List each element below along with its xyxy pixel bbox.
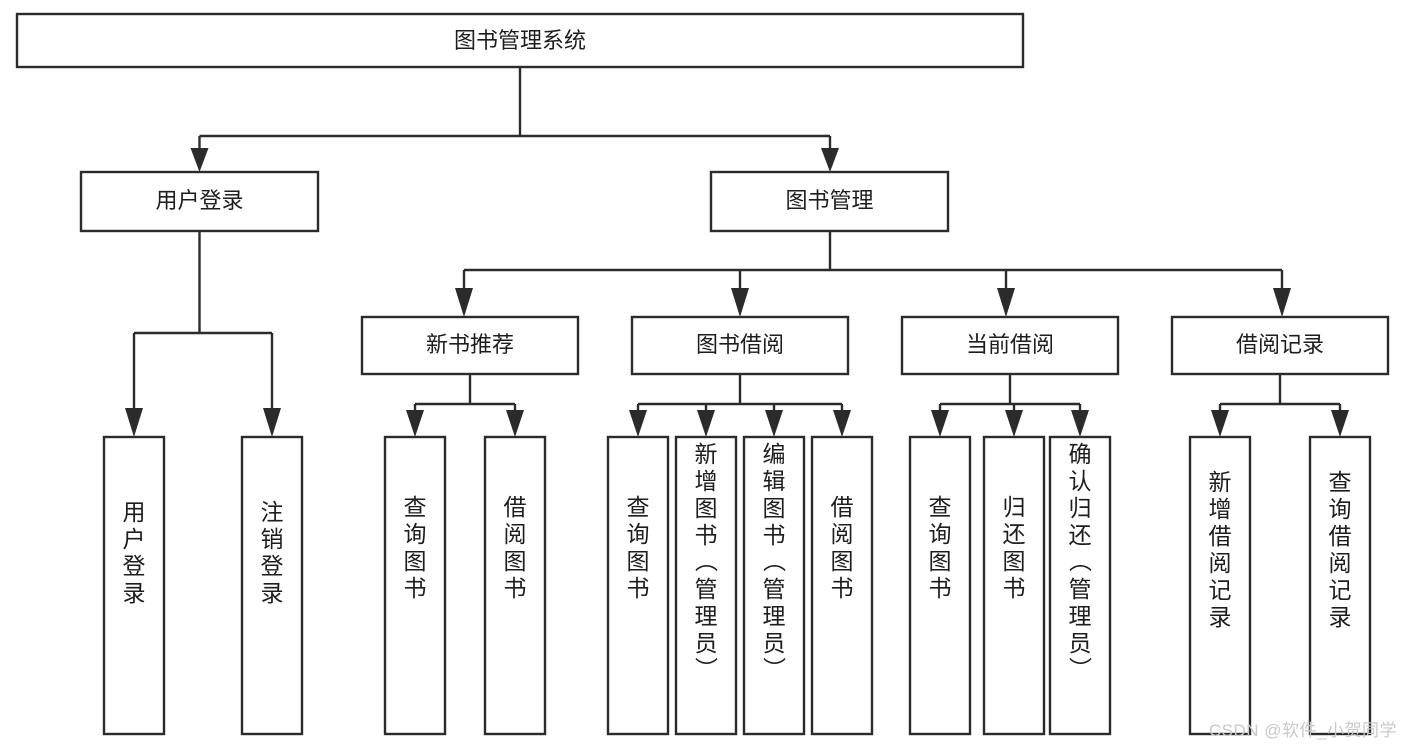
node-leaf-add-borrow-record-label: 新增借阅记录 bbox=[1209, 469, 1232, 630]
node-leaf-query-book-b-label: 查询图书 bbox=[627, 494, 650, 601]
node-new-book-recommend-label: 新书推荐 bbox=[426, 332, 514, 357]
node-user-login[interactable]: 用户登录 bbox=[79, 170, 320, 233]
node-leaf-query-book-a-label: 查询图书 bbox=[404, 494, 427, 601]
node-leaf-edit-book-admin[interactable]: 编辑图书（管理员） bbox=[742, 435, 806, 736]
node-borrow-records-label: 借阅记录 bbox=[1236, 332, 1324, 357]
node-leaf-borrow-book-b-label: 借阅图书 bbox=[831, 494, 854, 601]
arrow-bookmgmt-to-borrow bbox=[731, 288, 749, 317]
node-leaf-add-book-admin[interactable]: 新增图书（管理员） bbox=[674, 435, 738, 736]
arrow-borrow-to-leaf-0 bbox=[629, 410, 647, 437]
node-new-book-recommend[interactable]: 新书推荐 bbox=[360, 315, 580, 376]
arrow-bookmgmt-to-records bbox=[1273, 288, 1291, 317]
node-root-box[interactable] bbox=[15, 12, 1025, 69]
node-user-login-box[interactable] bbox=[79, 170, 320, 233]
node-root[interactable]: 图书管理系统 bbox=[15, 12, 1025, 69]
node-book-borrow-label: 图书借阅 bbox=[696, 332, 784, 357]
node-borrow-records-box[interactable] bbox=[1170, 315, 1390, 376]
node-leaf-borrow-book-a-box[interactable] bbox=[483, 435, 547, 736]
node-leaf-borrow-book-a[interactable]: 借阅图书 bbox=[483, 435, 547, 736]
node-leaf-confirm-return-admin[interactable]: 确认归还（管理员） bbox=[1048, 435, 1112, 736]
node-leaf-add-borrow-record-box[interactable] bbox=[1188, 435, 1252, 736]
node-current-borrow-box[interactable] bbox=[900, 315, 1120, 376]
arrow-current-to-leaf-1 bbox=[1005, 410, 1023, 437]
node-leaf-add-book-admin-label: 新增图书（管理员） bbox=[695, 441, 719, 683]
arrow-borrow-to-leaf-1 bbox=[697, 410, 715, 437]
node-book-management-label: 图书管理 bbox=[785, 188, 873, 213]
node-leaf-query-borrow-record-label: 查询借阅记录 bbox=[1329, 469, 1352, 630]
arrow-current-to-leaf-2 bbox=[1071, 410, 1089, 437]
node-leaf-logout-label: 注销登录 bbox=[261, 499, 284, 606]
node-root-label: 图书管理系统 bbox=[454, 28, 586, 53]
node-leaf-borrow-book-b[interactable]: 借阅图书 bbox=[810, 435, 874, 736]
arrow-userlogin-to-leaf-1 bbox=[263, 408, 281, 437]
arrow-bookmgmt-to-new-book bbox=[455, 288, 473, 317]
node-leaf-return-book-label: 归还图书 bbox=[1003, 494, 1026, 601]
node-leaf-query-borrow-record[interactable]: 查询借阅记录 bbox=[1308, 435, 1372, 736]
node-leaf-edit-book-admin-label: 编辑图书（管理员） bbox=[763, 441, 787, 683]
node-leaf-borrow-book-b-box[interactable] bbox=[810, 435, 874, 736]
arrow-root-to-book-mgmt bbox=[821, 148, 839, 172]
node-leaf-query-book-a-box[interactable] bbox=[383, 435, 447, 736]
arrow-userlogin-to-leaf-0 bbox=[125, 408, 143, 437]
node-leaf-edit-book-admin-box[interactable] bbox=[742, 435, 806, 736]
arrow-bookmgmt-to-current bbox=[997, 288, 1015, 317]
arrow-root-to-user-login bbox=[190, 148, 209, 172]
node-leaf-user-login[interactable]: 用户登录 bbox=[102, 435, 166, 736]
arrow-records-to-leaf-0 bbox=[1211, 410, 1229, 437]
node-leaf-add-borrow-record[interactable]: 新增借阅记录 bbox=[1188, 435, 1252, 736]
node-leaf-query-book-b[interactable]: 查询图书 bbox=[606, 435, 670, 736]
csdn-watermark: CSDN @软件_小贺同学 bbox=[1208, 721, 1397, 740]
node-book-management[interactable]: 图书管理 bbox=[709, 170, 950, 233]
node-leaf-user-login-box[interactable] bbox=[102, 435, 166, 736]
node-leaf-borrow-book-a-label: 借阅图书 bbox=[504, 494, 527, 601]
arrow-borrow-to-leaf-2 bbox=[765, 410, 783, 437]
node-leaf-logout[interactable]: 注销登录 bbox=[240, 435, 304, 736]
arrow-newbook-to-leaf-1 bbox=[506, 410, 524, 437]
node-leaf-query-book-c-box[interactable] bbox=[908, 435, 972, 736]
node-leaf-query-book-a[interactable]: 查询图书 bbox=[383, 435, 447, 736]
node-leaf-confirm-return-admin-box[interactable] bbox=[1048, 435, 1112, 736]
node-leaf-confirm-return-admin-label: 确认归还（管理员） bbox=[1069, 441, 1093, 683]
node-leaf-query-borrow-record-box[interactable] bbox=[1308, 435, 1372, 736]
node-leaf-logout-box[interactable] bbox=[240, 435, 304, 736]
node-leaf-return-book-box[interactable] bbox=[982, 435, 1046, 736]
node-leaf-query-book-b-box[interactable] bbox=[606, 435, 670, 736]
node-new-book-recommend-box[interactable] bbox=[360, 315, 580, 376]
node-current-borrow-label: 当前借阅 bbox=[966, 332, 1054, 357]
node-leaf-return-book[interactable]: 归还图书 bbox=[982, 435, 1046, 736]
arrow-borrow-to-leaf-3 bbox=[833, 410, 851, 437]
arrow-current-to-leaf-0 bbox=[931, 410, 949, 437]
node-leaf-add-book-admin-box[interactable] bbox=[674, 435, 738, 736]
arrow-records-to-leaf-1 bbox=[1331, 410, 1349, 437]
node-leaf-query-book-c-label: 查询图书 bbox=[929, 494, 952, 601]
node-borrow-records[interactable]: 借阅记录 bbox=[1170, 315, 1390, 376]
node-leaf-user-login-label: 用户登录 bbox=[123, 499, 146, 606]
node-user-login-label: 用户登录 bbox=[155, 188, 243, 213]
node-book-borrow[interactable]: 图书借阅 bbox=[630, 315, 850, 376]
node-leaf-query-book-c[interactable]: 查询图书 bbox=[908, 435, 972, 736]
node-book-management-box[interactable] bbox=[709, 170, 950, 233]
node-book-borrow-box[interactable] bbox=[630, 315, 850, 376]
arrow-newbook-to-leaf-0 bbox=[406, 410, 424, 437]
node-layer: 图书管理系统 用户登录 图书管理 新书推荐 图书借阅 当前借阅 借阅记录 bbox=[15, 12, 1390, 736]
node-current-borrow[interactable]: 当前借阅 bbox=[900, 315, 1120, 376]
edge-layer bbox=[125, 67, 1349, 437]
